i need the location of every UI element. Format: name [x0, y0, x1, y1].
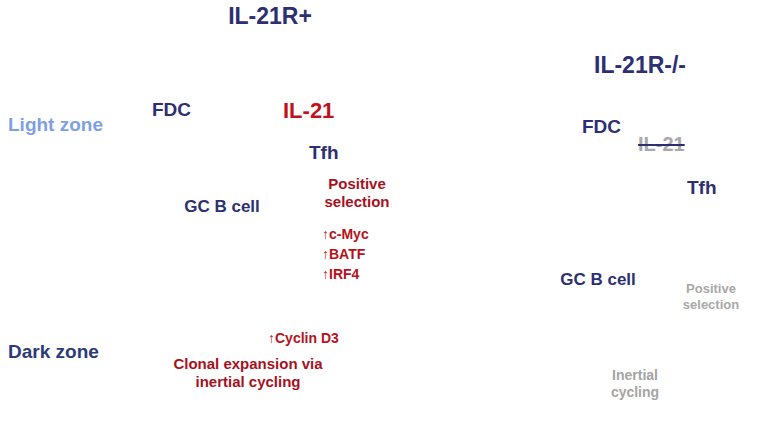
gene-label-slot: ↑c-Myc	[322, 226, 369, 243]
dark-zone-oval: Inertial cycling	[580, 347, 690, 413]
dark-zone-oval-shape	[134, 249, 362, 415]
connector-arrow	[551, 296, 597, 357]
cell-type-label: Tfh	[687, 177, 717, 200]
zone-label: Dark zone	[8, 341, 99, 364]
cytokine-label: IL-21	[283, 98, 334, 124]
cell-label: GC B cell	[554, 270, 642, 290]
connector-arrow	[266, 200, 301, 254]
zone-caption-slot: Clonal expansion via inertial cycling	[173, 355, 323, 391]
cell-label-slot: GC B cell	[178, 197, 266, 217]
cell-type-label-slot: Tfh	[687, 177, 717, 200]
connector-arrow	[642, 287, 663, 349]
germinal-center-oval: ↑Cyclin D3 Clonal expansion via inertial …	[101, 47, 435, 423]
gene-label: ↑BATF	[322, 246, 365, 263]
gene-label: ↑Cyclin D3	[268, 330, 363, 347]
panel-title-slot: IL-21R+	[170, 3, 370, 31]
right-light-zone-cells	[577, 158, 681, 249]
gene-label: ↑c-Myc	[322, 226, 369, 243]
cell-type-label-slot: Tfh	[309, 142, 339, 165]
germinal-center-oval-shape	[528, 86, 752, 424]
dark-zone-oval-shape	[581, 348, 689, 412]
panel-title-slot: IL-21R-/-	[565, 52, 715, 80]
zone-caption-slot: Inertial cycling	[600, 367, 670, 401]
cell-label-slot: GC B cell	[554, 270, 642, 290]
cell-type-label: FDC	[582, 116, 621, 139]
cell-type-label: FDC	[152, 99, 191, 122]
gc-b-cell: GC B cell	[178, 165, 266, 223]
cell-label: GC B cell	[178, 197, 266, 217]
zone-label-slot: Light zone	[8, 114, 103, 137]
cell-shape	[587, 243, 609, 265]
connector-arrow	[162, 195, 182, 263]
left-light-zone-cells	[143, 126, 302, 177]
edge-label-slot: Positive selection	[312, 175, 402, 211]
zone-caption: Clonal expansion via inertial cycling	[173, 355, 323, 391]
cytokine-label-slot: IL-21	[638, 132, 685, 156]
edge-label-slot: Positive selection	[676, 281, 746, 312]
edge-label: Positive selection	[676, 281, 746, 312]
zone-caption: Inertial cycling	[600, 367, 670, 401]
gc-b-cell: GC B cell	[554, 238, 642, 296]
panel-title: IL-21R-/-	[565, 52, 715, 80]
cytokine-label-slot: IL-21	[283, 98, 334, 124]
germinal-center-oval-shape	[102, 48, 434, 422]
zone-label: Light zone	[8, 114, 103, 137]
gene-label: ↑IRF4	[322, 266, 359, 283]
cell-type-label: Tfh	[309, 142, 339, 165]
zone-label-slot: Dark zone	[8, 341, 99, 364]
cell-type-label-slot: FDC	[582, 116, 621, 139]
cell-type-label-slot: FDC	[152, 99, 191, 122]
panel-title: IL-21R+	[170, 3, 370, 31]
right-dark-zone-cells	[615, 349, 655, 365]
gene-label-slot: ↑Cyclin D3	[268, 330, 363, 347]
edge-label: Positive selection	[312, 175, 402, 211]
zone-axis	[50, 139, 61, 337]
gene-label-slot: ↑IRF4	[322, 266, 359, 283]
gene-label-slot: ↑BATF	[322, 246, 365, 263]
left-dark-zone-cells	[176, 263, 279, 345]
cell-shape	[211, 170, 233, 192]
cytokine-label: IL-21	[638, 132, 685, 156]
